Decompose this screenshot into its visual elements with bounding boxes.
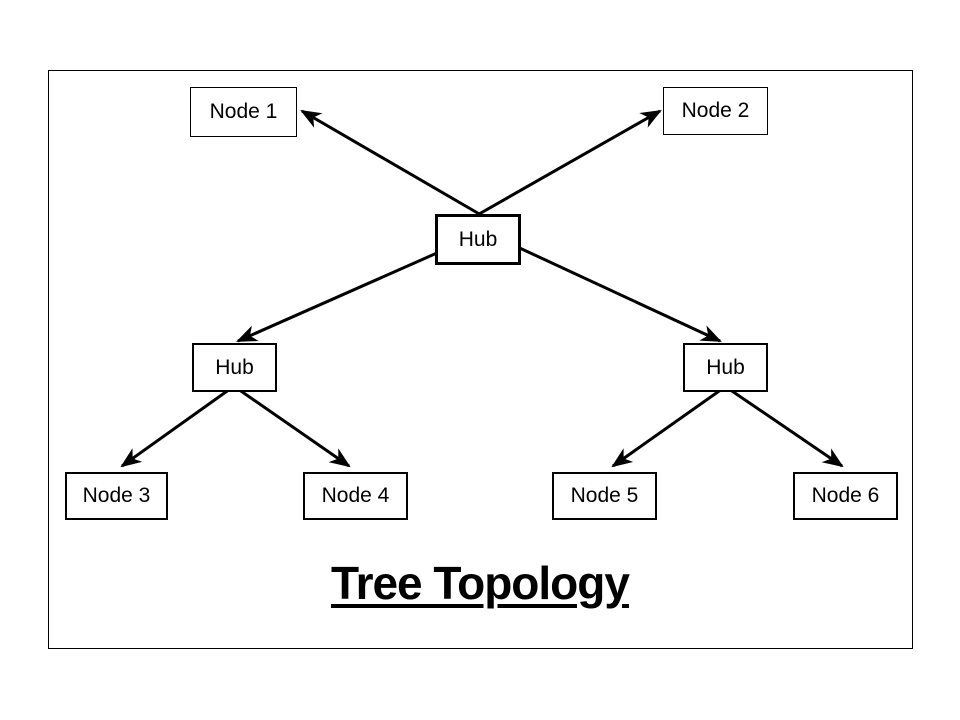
node-4-box: Node 4 <box>303 472 408 520</box>
node-5-label: Node 5 <box>570 484 639 507</box>
hub-right-box: Hub <box>683 343 768 392</box>
node-1-label: Node 1 <box>209 100 278 123</box>
node-1-box: Node 1 <box>190 87 297 137</box>
hub-center-box: Hub <box>435 214 521 265</box>
diagram-title: Tree Topology <box>0 556 960 610</box>
node-4-label: Node 4 <box>321 484 390 507</box>
node-5-box: Node 5 <box>552 472 657 520</box>
node-3-label: Node 3 <box>82 484 151 507</box>
node-2-label: Node 2 <box>681 99 750 122</box>
node-6-box: Node 6 <box>793 472 898 520</box>
hub-left-box: Hub <box>192 343 277 392</box>
hub-center-label: Hub <box>458 227 498 251</box>
node-6-label: Node 6 <box>811 484 880 507</box>
node-3-box: Node 3 <box>65 472 168 520</box>
hub-left-label: Hub <box>215 355 254 379</box>
node-2-box: Node 2 <box>663 87 768 135</box>
diagram-title-text: Tree Topology <box>331 557 630 609</box>
hub-right-label: Hub <box>706 355 745 379</box>
